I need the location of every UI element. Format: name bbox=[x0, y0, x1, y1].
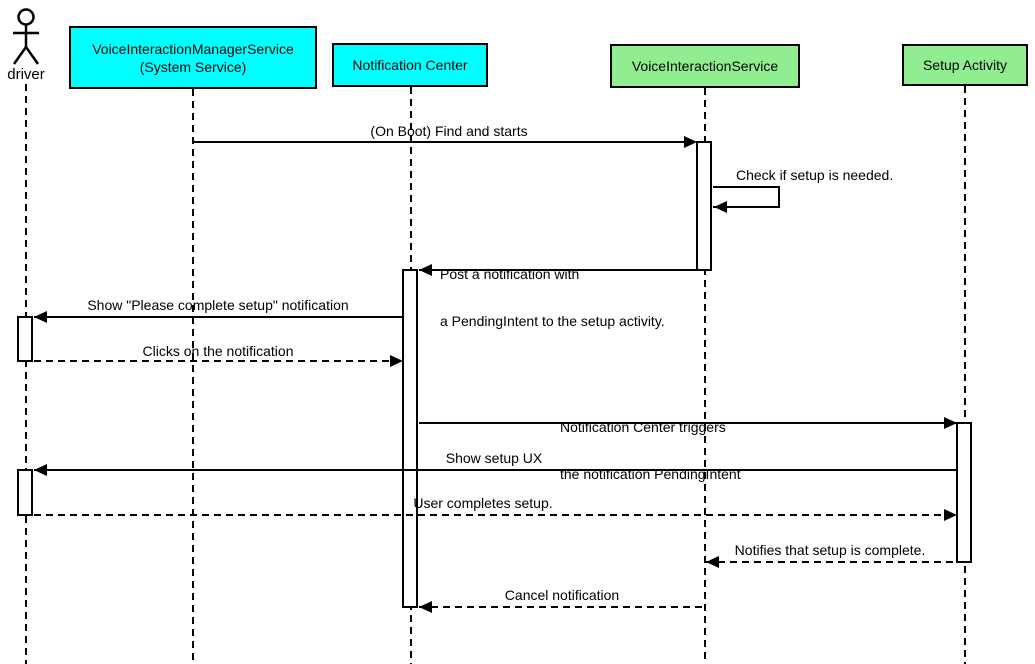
message-label-trigger-pending-intent: Notification Center triggers the notific… bbox=[560, 389, 741, 513]
message-line-post-notification bbox=[419, 269, 697, 271]
arrowhead-check-setup-icon bbox=[714, 201, 727, 213]
participant-voice-interaction-service-label: VoiceInteractionService bbox=[631, 58, 779, 74]
lifeline-voice-interaction-service bbox=[704, 88, 706, 664]
activation-notification-center bbox=[402, 269, 418, 608]
message-line-show-setup-notification bbox=[34, 316, 403, 318]
self-message-loop-check-setup bbox=[713, 186, 780, 208]
message-label-show-setup-notification: Show "Please complete setup" notificatio… bbox=[87, 297, 349, 313]
message-label-on-boot-find: (On Boot) Find and starts bbox=[370, 123, 528, 139]
message-label-show-setup-ux: Show setup UX bbox=[445, 450, 543, 466]
activation-driver-2 bbox=[17, 469, 33, 516]
lifeline-manager-service bbox=[192, 89, 194, 664]
lifeline-setup-activity bbox=[964, 86, 966, 664]
message-label-post-notification-line1: Post a notification with bbox=[440, 266, 580, 282]
message-line-show-setup-ux bbox=[34, 469, 957, 471]
participant-box-manager-service: VoiceInteractionManagerService (System S… bbox=[69, 26, 317, 89]
message-label-trigger-pending-intent-line2: the notification PendingIntent bbox=[560, 465, 741, 482]
message-line-clicks-notification bbox=[34, 360, 403, 362]
arrowhead-cancel-notification-icon bbox=[419, 601, 432, 613]
message-line-notifies-setup-complete bbox=[706, 561, 957, 563]
participant-box-setup-activity: Setup Activity bbox=[902, 44, 1028, 86]
message-label-clicks-notification: Clicks on the notification bbox=[142, 343, 294, 359]
arrowhead-on-boot-find-icon bbox=[684, 136, 697, 148]
arrowhead-clicks-notification-icon bbox=[390, 355, 403, 367]
activation-setup-activity bbox=[956, 422, 972, 563]
participant-box-notification-center: Notification Center bbox=[332, 43, 488, 87]
arrowhead-notifies-setup-complete-icon bbox=[706, 556, 719, 568]
activation-driver-1 bbox=[17, 316, 33, 362]
arrowhead-show-setup-notification-icon bbox=[34, 311, 47, 323]
message-line-cancel-notification bbox=[419, 606, 706, 608]
message-label-user-completes-setup: User completes setup. bbox=[413, 495, 553, 511]
arrowhead-show-setup-ux-icon bbox=[34, 464, 47, 476]
message-label-check-setup: Check if setup is needed. bbox=[736, 167, 894, 183]
message-line-trigger-pending-intent bbox=[419, 422, 957, 424]
participant-manager-service-line2: (System Service) bbox=[139, 58, 247, 75]
message-label-cancel-notification: Cancel notification bbox=[504, 587, 620, 603]
message-line-user-completes-setup bbox=[34, 514, 957, 516]
participant-notification-center-label: Notification Center bbox=[352, 57, 468, 73]
participant-manager-service-line1: VoiceInteractionManagerService bbox=[92, 40, 294, 57]
arrowhead-trigger-pending-intent-icon bbox=[944, 417, 957, 429]
message-line-on-boot-find bbox=[193, 141, 685, 143]
message-label-trigger-pending-intent-line1: Notification Center triggers bbox=[560, 419, 726, 435]
message-label-post-notification-line2: a PendingIntent to the setup activity. bbox=[440, 312, 665, 329]
arrowhead-user-completes-setup-icon bbox=[944, 509, 957, 521]
activation-voice-interaction-service bbox=[696, 141, 712, 271]
lifeline-driver bbox=[25, 84, 27, 664]
actor-driver-icon bbox=[12, 8, 40, 65]
arrowhead-post-notification-icon bbox=[419, 264, 432, 276]
message-label-notifies-setup-complete: Notifies that setup is complete. bbox=[734, 542, 926, 558]
participant-box-voice-interaction-service: VoiceInteractionService bbox=[610, 44, 800, 88]
participant-driver-label: driver bbox=[7, 66, 45, 83]
message-label-post-notification: Post a notification with a PendingIntent… bbox=[440, 236, 665, 360]
participant-setup-activity-label: Setup Activity bbox=[922, 57, 1008, 73]
